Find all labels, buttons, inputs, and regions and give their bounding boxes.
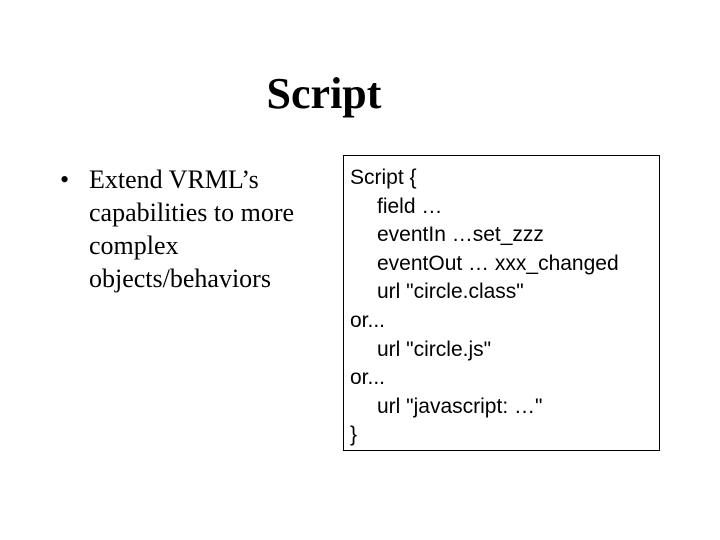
- code-line: eventIn …set_zzz: [377, 223, 544, 247]
- code-line: url "circle.js": [377, 337, 492, 361]
- code-line: url "circle.class": [377, 280, 524, 304]
- code-line: or...: [350, 308, 386, 332]
- bullet-marker: •: [60, 165, 70, 194]
- bullet-item: • Extend VRML’s capabilities to more com…: [60, 163, 328, 295]
- code-line: field …: [377, 194, 443, 218]
- bullet-text: Extend VRML’s capabilities to more compl…: [89, 165, 295, 293]
- code-line: url "javascript: …": [377, 394, 543, 418]
- code-line: or...: [350, 366, 386, 390]
- code-line: Script {: [350, 166, 417, 189]
- code-line: eventOut … xxx_changed: [377, 251, 619, 275]
- bullet-list: • Extend VRML’s capabilities to more com…: [60, 163, 328, 295]
- slide-title: Script: [266, 69, 382, 118]
- code-line: }: [350, 423, 358, 447]
- code-box: Script { field … eventIn …set_zzz eventO…: [343, 155, 660, 451]
